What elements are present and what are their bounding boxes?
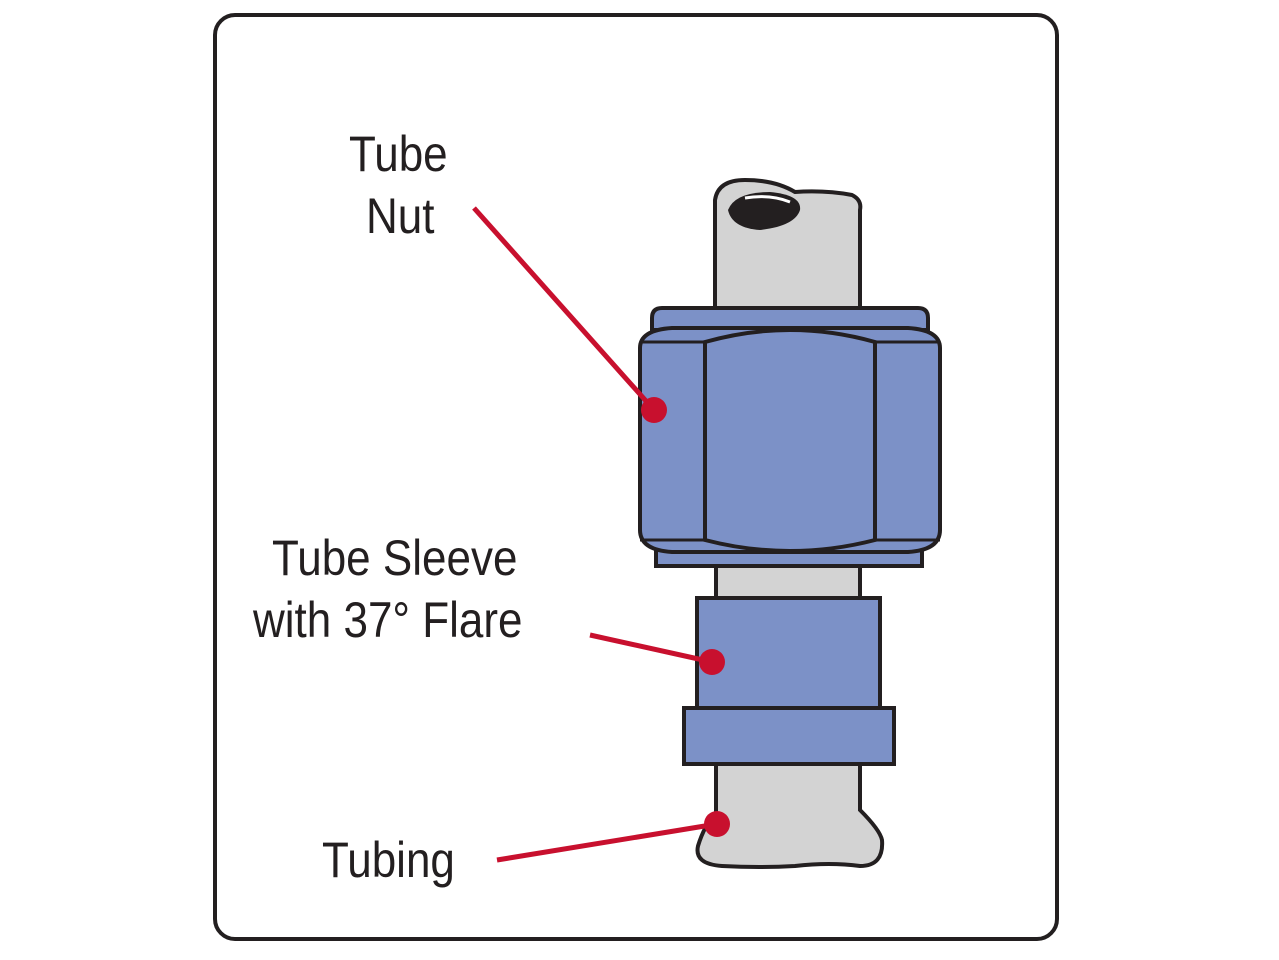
label-tubing: Tubing (322, 832, 455, 888)
leader-tubing (496, 811, 730, 863)
label-tube-sleeve-line1: Tube Sleeve (272, 530, 518, 586)
tube-nut (638, 306, 942, 568)
lower-tubing (695, 762, 885, 869)
label-tube-nut-line1: Tube (349, 126, 448, 182)
label-tube-nut-line2: Nut (366, 188, 435, 244)
tube-sleeve (682, 596, 896, 766)
middle-tube (714, 564, 862, 602)
upper-tube (713, 177, 863, 322)
leader-tube-sleeve (589, 632, 725, 675)
label-tube-sleeve-line2: with 37° Flare (253, 592, 523, 648)
leader-tube-nut (472, 206, 667, 423)
